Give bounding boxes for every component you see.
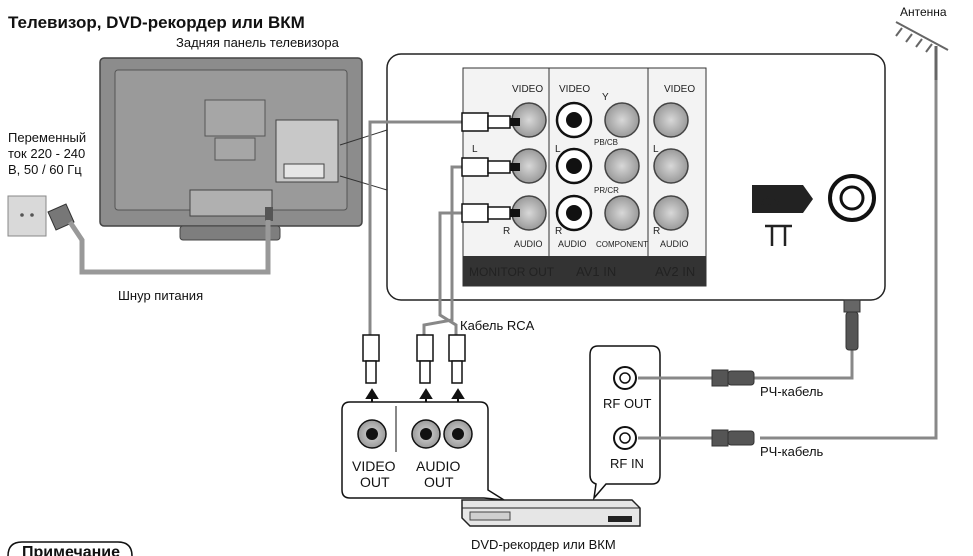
label-component: COMPONENT (596, 240, 648, 249)
label-monitor-out: MONITOR OUT (469, 265, 555, 279)
label-r-av1: R (555, 226, 562, 237)
label-av1-in: AV1 IN (576, 264, 616, 279)
label-y: Y (602, 92, 609, 103)
jack-component-y (604, 102, 640, 138)
ac-label-line1: Переменный (8, 130, 86, 145)
label-video-mon: VIDEO (512, 84, 543, 95)
label-video-out-1: VIDEO (352, 458, 396, 474)
rf-plug-ant (843, 299, 861, 351)
tv-rear-illustration (99, 57, 363, 241)
tv-back-label: Задняя панель телевизора (176, 35, 340, 50)
video-cable (368, 120, 462, 335)
label-ant: ANT (761, 192, 790, 208)
rca-plugs-recorder (362, 334, 466, 384)
rf-plug-out (711, 369, 755, 387)
label-l-mon: L (472, 144, 478, 155)
antenna-cable (760, 80, 938, 440)
rca-cable-label: Кабель RCA (460, 318, 535, 333)
ac-label-line2: ток 220 - 240 (8, 146, 85, 161)
label-audio-out-1: AUDIO (416, 458, 460, 474)
power-plug (47, 203, 75, 231)
note-frame (7, 541, 133, 556)
audio-cable-l (422, 165, 462, 335)
label-r-av2: R (653, 226, 660, 237)
jack-av2-l (653, 148, 689, 184)
antenna-label: Антенна (900, 5, 947, 19)
label-video-av1: VIDEO (559, 84, 590, 95)
ant-tag (752, 185, 813, 213)
ac-label-line3: В, 50 / 60 Гц (8, 162, 82, 177)
jack-av2-r (653, 195, 689, 231)
diagram-title: Телевизор, DVD-рекордер или ВКМ (8, 13, 305, 32)
label-video-out-2: OUT (360, 474, 390, 490)
rf-cable-label-2: РЧ-кабель (760, 444, 824, 459)
rf-plug-in (711, 429, 755, 447)
label-l-av2: L (653, 144, 659, 155)
label-audio-av1: AUDIO (558, 239, 587, 249)
power-cord-label: Шнур питания (118, 288, 203, 303)
label-rf-out: RF OUT (603, 396, 651, 411)
wall-outlet (7, 195, 47, 237)
dvd-recorder-device (461, 499, 641, 527)
label-av2-in: AV2 IN (655, 264, 695, 279)
label-audio-mon: AUDIO (514, 239, 543, 249)
label-rf-in: RF IN (610, 456, 644, 471)
jack-component-pr (604, 195, 640, 231)
jack-av2-video (653, 102, 689, 138)
recorder-rf-jacks-callout: RF OUT RF IN (589, 345, 661, 501)
label-l-av1: L (555, 144, 561, 155)
audio-cable-r (438, 211, 462, 335)
label-r-mon: R (503, 226, 510, 237)
label-pr: PR/CR (594, 186, 619, 195)
power-cord (67, 220, 271, 275)
antenna-icon (895, 21, 949, 80)
rf-cable-label-1: РЧ-кабель (760, 384, 824, 399)
label-audio-av2: AUDIO (660, 239, 689, 249)
label-audio-out-2: OUT (424, 474, 454, 490)
recorder-av-jacks-callout: VIDEO OUT AUDIO OUT (341, 401, 505, 501)
note-label: Примечание (22, 544, 120, 556)
jack-component-pb (604, 148, 640, 184)
rca-plugs-panel (461, 112, 520, 223)
label-pb: PB/CB (594, 138, 618, 147)
label-video-av2: VIDEO (664, 84, 695, 95)
rf-cable-out (638, 350, 854, 380)
tv-connector-panel: MONITOR OUT AV1 IN AV2 IN VIDEO VIDEO VI… (386, 53, 886, 301)
ant-symbol-icon (765, 224, 792, 246)
recorder-label: DVD-рекордер или ВКМ (471, 537, 616, 552)
